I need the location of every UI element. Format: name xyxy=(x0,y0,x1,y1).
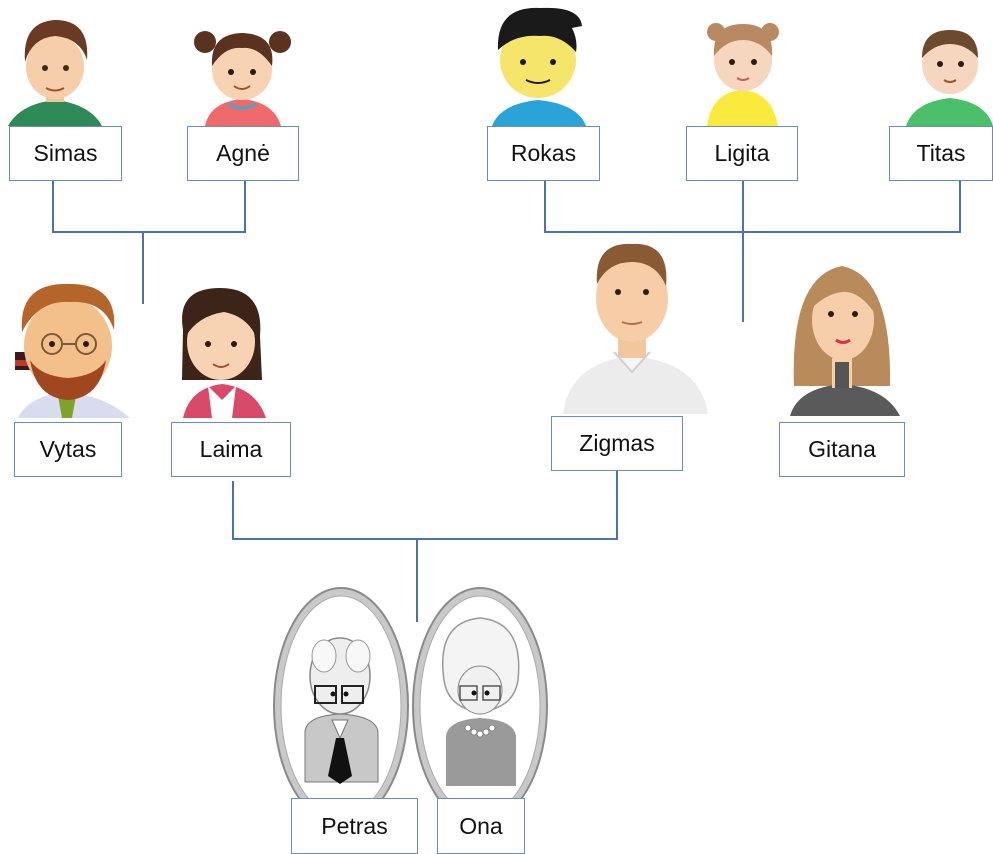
name-box-agne: Agnė xyxy=(187,126,299,181)
portrait-gitana xyxy=(790,266,900,416)
connector-rokas-titas xyxy=(544,181,961,233)
portrait-petras xyxy=(273,587,409,825)
name-label-vytas: Vytas xyxy=(39,436,97,462)
name-box-ona: Ona xyxy=(437,798,525,854)
name-label-ligita: Ligita xyxy=(714,140,770,166)
connector-simas-agne xyxy=(52,181,246,233)
portrait-titas xyxy=(906,30,993,126)
name-label-rokas: Rokas xyxy=(510,140,577,166)
name-label-titas: Titas xyxy=(916,140,966,166)
name-label-petras: Petras xyxy=(321,812,388,839)
name-box-gitana: Gitana xyxy=(779,422,905,477)
portrait-zigmas xyxy=(563,243,708,414)
name-box-zigmas: Zigmas xyxy=(551,416,683,471)
portrait-vytas xyxy=(15,283,130,418)
connector-laima-zigmas xyxy=(232,471,618,540)
name-box-simas: Simas xyxy=(9,126,122,181)
portrait-simas xyxy=(8,20,102,126)
name-box-petras: Petras xyxy=(291,798,418,854)
name-box-rokas: Rokas xyxy=(487,126,600,181)
name-label-gitana: Gitana xyxy=(808,436,876,462)
portrait-agne xyxy=(194,31,291,126)
portrait-ona xyxy=(412,587,548,825)
portrait-rokas xyxy=(492,7,586,126)
connector-lines xyxy=(52,181,961,622)
portrait-ligita xyxy=(707,23,779,126)
name-box-ligita: Ligita xyxy=(686,126,798,181)
portrait-laima xyxy=(182,288,266,418)
name-label-laima: Laima xyxy=(199,436,263,462)
name-box-vytas: Vytas xyxy=(14,422,122,477)
name-box-titas: Titas xyxy=(889,126,993,181)
name-label-zigmas: Zigmas xyxy=(579,430,655,456)
name-box-laima: Laima xyxy=(171,422,291,477)
name-label-agne: Agnė xyxy=(216,140,270,166)
name-label-simas: Simas xyxy=(33,140,98,166)
name-label-ona: Ona xyxy=(459,812,503,839)
